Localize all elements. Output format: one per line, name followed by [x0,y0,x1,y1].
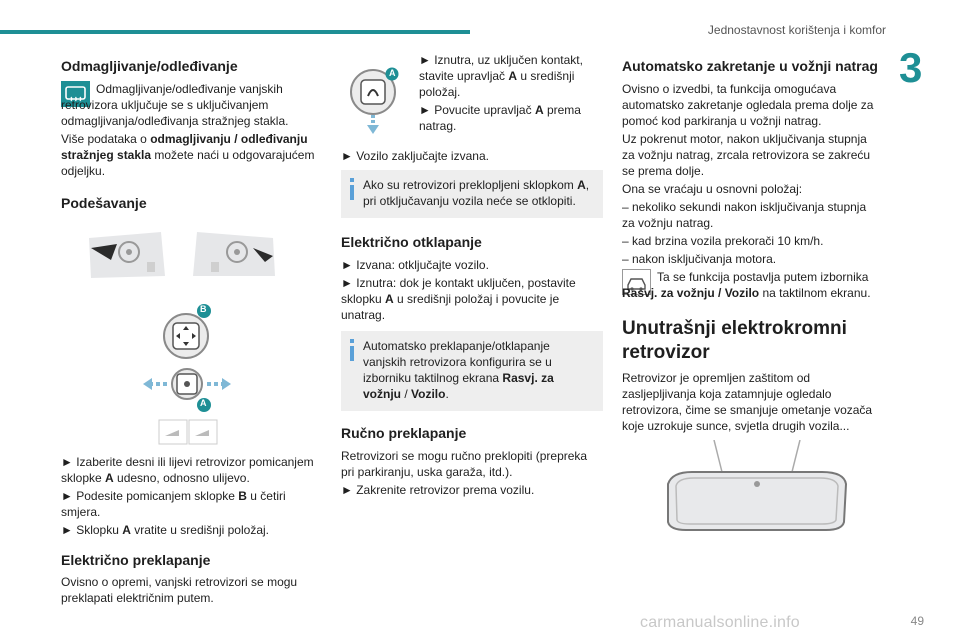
text: vratite u središnji položaj. [130,522,269,537]
column-3: Automatsko zakretanje u vožnji natrag Ov… [622,52,882,536]
adjust-figure: B A [61,218,319,446]
bold-text: odmagljivanju / odleđivanju stražnjeg st… [61,131,308,162]
watermark: carmanualsonline.info [640,614,800,631]
text: možete naći u odgovarajućem odjeljku. [61,147,315,178]
section-title-defrost: Odmagljivanje/odleđivanje [61,58,238,74]
manual-fold-paragraph: Retrovizori se mogu ručno preklopiti (pr… [341,448,588,479]
fold-figure: A [341,52,411,134]
text: Automatsko preklapanje/otklapanje vanjsk… [363,338,552,385]
text: prema natrag. [419,103,581,133]
switch-a [143,367,231,400]
bold-text: Vozilo [411,386,446,401]
info-icon [350,178,354,200]
info-note-1: Ako su retrovizori preklopljeni sklopkom… [341,170,603,218]
bold-text: A [122,522,131,537]
electric-fold-paragraph: Ovisno o opremi, vanjski retrovizori se … [61,575,298,606]
column-2: A ► Iznutra, uz uključen kontakt, stavit… [341,52,603,500]
section-title-electric-unfold: Električno otklapanje [341,234,482,250]
section-title-auto-tilt: Automatsko zakretanje u vožnji natrag [622,58,878,74]
info-note-2-text: Automatsko preklapanje/otklapanje vanjsk… [349,338,595,402]
label-a: A [200,397,207,408]
right-mirror-view [193,231,275,276]
fold-label-a: A [389,68,396,78]
mirror-select-icons [158,419,218,445]
auto-tilt-p2: Uz pokrenut motor, nakon uključivanja st… [622,131,871,178]
car-settings-icon [622,268,651,295]
left-mirror-view [89,231,165,278]
bold-text: A [105,470,114,485]
text: ► Podesite pomicanjem sklopke [61,488,239,503]
auto-tilt-p3: Ona se vraćaju u osnovni položaj: [622,181,803,196]
running-header: Jednostavnost korištenja i komfor [707,23,886,37]
text: / [401,386,412,401]
info-note-2: Automatsko preklapanje/otklapanje vanjsk… [341,330,603,411]
label-a-badge [197,397,211,412]
bold-text: A [534,103,544,117]
defrost-intro: Odmagljivanje/odleđivanje vanjskih retro… [61,80,319,131]
fold-steps: ► Iznutra, uz uključen kontakt, stavite … [411,52,603,136]
section-title-adjust: Podešavanje [61,194,147,211]
adjust-step-3: ► Sklopku A vratite u središnji položaj. [61,522,319,538]
text: udesno, odnosno ulijevo. [113,470,250,485]
text: ► Iznutra: dok je kontakt uključen, post… [341,275,576,306]
fold-switch-illustration [350,67,399,134]
adjust-step-1: ► Izaberite desni ili lijevi retrovizor … [61,454,319,486]
text: ► Povucite upravljač [419,103,535,117]
column-1: Odmagljivanje/odleđivanje Odmagljivanje/… [61,52,319,608]
defrost-paragraph: Odmagljivanje/odleđivanje vanjskih retro… [61,81,289,128]
manual-fold-step: ► Zakrenite retrovizor prema vozilu. [341,482,535,497]
mirror-adjust-illustration [89,231,275,445]
defrost-more-info: Više podataka o odmagljivanju / odleđiva… [61,131,319,179]
bold-text: Rasvj. za vožnju / Vozilo [622,285,760,300]
chapter-number: 3 [899,44,923,91]
interior-mirror-figure [622,440,882,536]
interior-mirror-illustration [667,440,848,532]
bold-text: B [238,488,247,503]
lock-step: ► Vozilo zaključajte izvana. [341,149,489,163]
auto-tilt-list-2: – kad brzina vozila prekorači 10 km/h. [622,233,824,248]
label-b: B [200,303,207,314]
unfold-step-2: ► Iznutra: dok je kontakt uključen, post… [341,275,603,323]
section-title-electric-fold: Električno preklapanje [61,551,211,568]
bold-text: Rasvj. za vožnju [363,370,554,401]
text: ► Izaberite desni ili lijevi retrovizor … [61,454,314,485]
fold-step-2: ► Povucite upravljač A prema natrag. [419,102,603,134]
text: na taktilnom ekranu. [759,285,871,300]
adjust-step-2: ► Podesite pomicanjem sklopke B u četiri… [61,488,319,520]
text: Više podataka o [61,131,151,146]
bold-text: A [577,178,586,192]
text: Ako su retrovizori preklopljeni sklopkom [363,178,578,192]
unfold-step-1: ► Izvana: otključajte vozilo. [341,257,489,272]
text: ► Sklopku [61,522,123,537]
joystick-b [163,312,209,359]
text: u središnji položaj. [419,69,575,99]
text: u četiri smjera. [61,488,286,519]
bold-text: A [508,69,518,83]
auto-tilt-setting: Ta se funkcija postavlja putem izbornika… [622,268,882,303]
section-title-electrochromic: Unutrašnji elektrokromni retrovizor [622,317,847,363]
info-icon [350,338,354,361]
auto-tilt-p1: Ovisno o izvedbi, ta funkcija omogućava … [622,81,874,128]
auto-tilt-list-3: – nakon isključivanja motora. [622,251,777,266]
fold-figure-block: A ► Iznutra, uz uključen kontakt, stavit… [341,52,603,136]
fold-step-1: ► Iznutra, uz uključen kontakt, stavite … [419,52,603,100]
page-number: 49 [910,614,924,628]
header-accent-bar [0,30,470,34]
text: Ta se funkcija postavlja putem izbornika [657,269,869,284]
text: . [445,386,449,401]
electrochromic-paragraph: Retrovizor je opremljen zaštitom od zasl… [622,371,873,434]
label-b-badge [197,303,211,318]
section-title-manual-fold: Ručno preklapanje [341,424,467,441]
bold-text: A [385,291,394,306]
text: ► Iznutra, uz uključen kontakt, stavite … [419,53,583,83]
auto-tilt-list-1: – nekoliko sekundi nakon isključivanja s… [622,199,867,230]
text: u središnji položaj i povucite je unatra… [341,291,560,322]
rear-defrost-icon [61,80,90,107]
info-note-1-text: Ako su retrovizori preklopljeni sklopkom… [349,177,595,209]
auto-tilt-setting-text: Ta se funkcija postavlja putem izbornika… [622,269,882,301]
text: , pri otključavanju vozila neće se otklo… [363,178,590,208]
